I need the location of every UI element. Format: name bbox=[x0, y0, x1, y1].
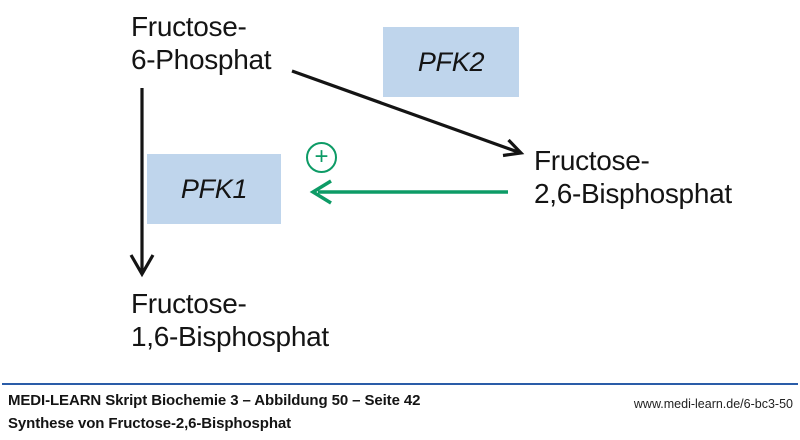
footer-caption: Synthese von Fructose-2,6-Bisphosphat bbox=[8, 415, 292, 432]
footer-divider bbox=[2, 383, 798, 386]
node-fructose-6-phosphat: Fructose- 6-Phosphat bbox=[131, 10, 272, 76]
node-fructose-2-6-bisphosphat-line1: Fructose- bbox=[534, 145, 650, 176]
node-fructose-1-6-bisphosphat-line2: 1,6-Bisphosphat bbox=[131, 321, 329, 352]
node-fructose-1-6-bisphosphat-line1: Fructose- bbox=[131, 288, 247, 319]
enzyme-label-pfk2: PFK2 bbox=[417, 46, 485, 77]
node-fructose-6-phosphat-line1: Fructose- bbox=[131, 11, 247, 42]
footer-source: MEDI-LEARN Skript Biochemie 3 – Abbildun… bbox=[8, 392, 421, 409]
footer-url: www.medi-learn.de/6-bc3-50 bbox=[633, 397, 793, 411]
activation-plus-icon: + bbox=[306, 142, 337, 173]
enzyme-box-pfk2: PFK2 bbox=[383, 27, 519, 97]
node-fructose-6-phosphat-line2: 6-Phosphat bbox=[131, 44, 272, 75]
node-fructose-2-6-bisphosphat-line2: 2,6-Bisphosphat bbox=[534, 178, 732, 209]
node-fructose-1-6-bisphosphat: Fructose- 1,6-Bisphosphat bbox=[131, 287, 329, 353]
arrow-activation-green bbox=[309, 179, 508, 205]
node-fructose-2-6-bisphosphat: Fructose- 2,6-Bisphosphat bbox=[534, 144, 732, 210]
enzyme-box-pfk1: PFK1 bbox=[147, 154, 281, 224]
enzyme-label-pfk1: PFK1 bbox=[180, 173, 248, 204]
